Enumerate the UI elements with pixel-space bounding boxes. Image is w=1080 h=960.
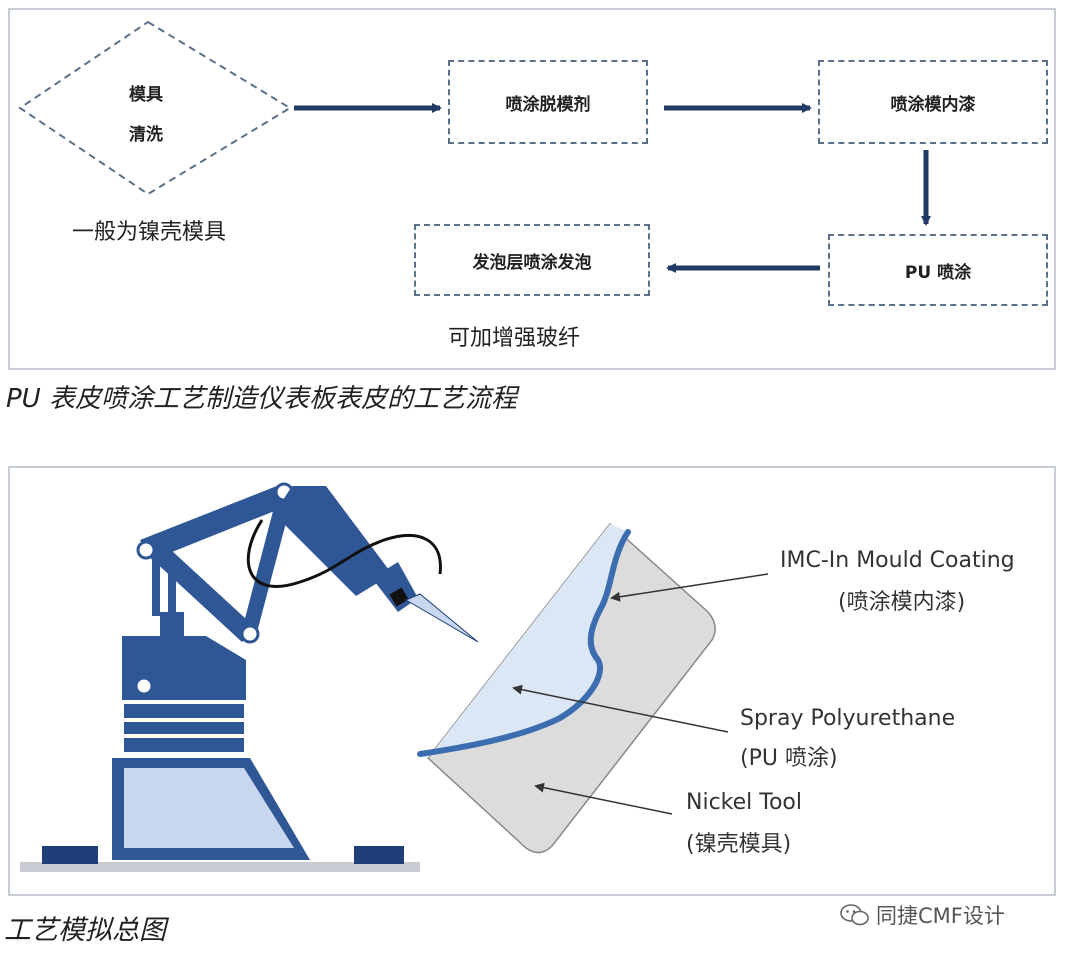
joint-lower xyxy=(240,624,260,644)
step-pu-spray: PU 喷涂 xyxy=(828,234,1048,306)
robot-pedestal-face xyxy=(124,768,294,848)
nozzle-rings xyxy=(389,587,409,607)
pu-spray-layer xyxy=(420,524,628,758)
imc-coating-layer xyxy=(417,529,631,757)
pointer-spray xyxy=(512,684,729,733)
label-imc-english: IMC-In Mould Coating xyxy=(780,548,1015,573)
simulation-caption: 工艺模拟总图 xyxy=(4,915,166,946)
robot-bellows-1 xyxy=(124,704,244,718)
nozzle-tip xyxy=(404,593,479,643)
robot-neck xyxy=(160,612,184,638)
mold-cleaning-diamond xyxy=(18,20,292,196)
label-imc-chinese: (喷涂模内漆) xyxy=(838,590,966,615)
nickel-mold-note: 一般为镍壳模具 xyxy=(72,220,227,245)
floor-line xyxy=(20,862,420,872)
watermark: 同捷CMF设计 xyxy=(840,900,1005,930)
step-spray-release-agent: 喷涂脱模剂 xyxy=(448,60,648,144)
spray-head xyxy=(274,486,392,596)
diamond-label-clean: 清洗 xyxy=(129,125,163,145)
step-spray-in-mold-coating: 喷涂模内漆 xyxy=(818,60,1048,144)
spray-hose xyxy=(246,519,442,588)
robot-piston-2 xyxy=(168,560,176,616)
joint-base xyxy=(134,676,154,696)
robot-piston-1 xyxy=(152,560,160,616)
base-block-left xyxy=(42,846,98,864)
robot-forearm xyxy=(242,492,292,636)
label-spray-chinese: (PU 喷涂) xyxy=(740,746,838,771)
robot-lower-arm xyxy=(140,538,258,642)
pointer-imc xyxy=(610,573,769,602)
joint-shoulder xyxy=(136,540,156,560)
glass-fiber-note: 可加增强玻纤 xyxy=(448,326,581,351)
base-block-right xyxy=(354,846,404,864)
label-nickel-english: Nickel Tool xyxy=(686,790,802,815)
robot-upper-arm xyxy=(140,484,292,560)
wechat-icon xyxy=(840,904,869,926)
label-spray-english: Spray Polyurethane xyxy=(740,706,956,731)
robot-bellows-2 xyxy=(124,722,244,734)
robot-bellows-3 xyxy=(124,738,244,752)
watermark-text: 同捷CMF设计 xyxy=(876,904,1005,928)
flow-caption: PU 表皮喷涂工艺制造仪表板表皮的工艺流程 xyxy=(6,384,517,414)
step-foam-layer-spray: 发泡层喷涂发泡 xyxy=(414,224,650,296)
label-nickel-chinese: (镍壳模具) xyxy=(686,832,792,857)
diamond-label-mold: 模具 xyxy=(129,85,163,105)
pointer-nickel xyxy=(534,782,673,815)
